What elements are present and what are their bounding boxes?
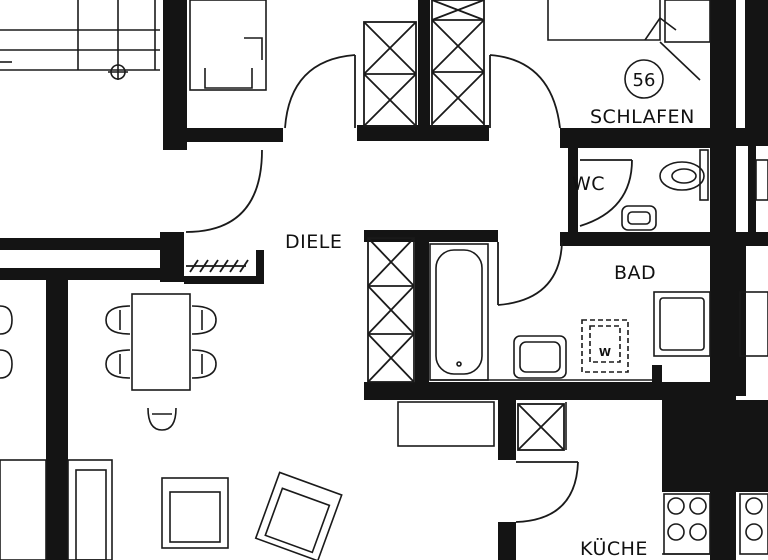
wall-segment bbox=[568, 144, 578, 236]
bathtub bbox=[429, 243, 489, 381]
wc-fixtures bbox=[621, 149, 768, 231]
wall-segment bbox=[415, 236, 429, 396]
bath-fixtures bbox=[429, 243, 768, 381]
stove bbox=[663, 493, 711, 555]
bath-sink bbox=[513, 335, 567, 379]
wall-segment bbox=[736, 246, 746, 396]
kitchen-fixtures bbox=[397, 401, 768, 555]
wall-segment bbox=[418, 0, 430, 130]
wall-segment bbox=[736, 400, 768, 492]
wall-segment bbox=[163, 128, 283, 142]
door-swing bbox=[489, 54, 561, 129]
wall-segment bbox=[745, 0, 768, 130]
room-label-kueche: KÜCHE bbox=[580, 537, 648, 560]
wall-segment bbox=[0, 238, 172, 250]
door-swing bbox=[579, 159, 633, 227]
coat-rack bbox=[186, 259, 249, 273]
wc-sink bbox=[621, 205, 657, 231]
wall-segment bbox=[662, 400, 710, 492]
bed bbox=[547, 0, 661, 41]
wall-segment bbox=[364, 230, 498, 242]
wall-segment bbox=[498, 522, 516, 560]
armchair bbox=[189, 0, 267, 91]
sofa-right bbox=[67, 459, 113, 560]
sofa-left bbox=[0, 459, 47, 560]
door-swing bbox=[284, 54, 356, 129]
room-label-schlafen: SCHLAFEN bbox=[590, 106, 695, 128]
kitchen-cabinet bbox=[517, 403, 565, 451]
wall-segment bbox=[160, 232, 184, 282]
wall-segment bbox=[748, 146, 756, 240]
door-swing bbox=[497, 241, 563, 306]
wall-segment bbox=[184, 276, 264, 284]
armchair-right bbox=[254, 471, 343, 560]
washer-symbol: W bbox=[599, 346, 611, 359]
door-swing bbox=[515, 461, 579, 523]
room-number: 56 bbox=[633, 70, 656, 91]
room-number-circle bbox=[624, 59, 664, 99]
wall-segment bbox=[163, 0, 187, 150]
staircase bbox=[0, 0, 160, 80]
wardrobes bbox=[363, 0, 565, 451]
wall-segment bbox=[256, 250, 264, 284]
room-label-wc: WC bbox=[572, 173, 605, 195]
wardrobe-top-right bbox=[431, 0, 485, 127]
wall-segment bbox=[710, 0, 736, 560]
room-label-diele: DIELE bbox=[285, 231, 342, 253]
wall-segment bbox=[498, 400, 516, 460]
dining-set bbox=[0, 293, 217, 431]
door-swing bbox=[185, 149, 263, 233]
wall-segment bbox=[357, 125, 489, 141]
wall-segment bbox=[560, 232, 768, 246]
wall-segment bbox=[0, 268, 172, 280]
wall-segment bbox=[736, 128, 768, 146]
washing-machine bbox=[581, 319, 629, 373]
room-label-bad: BAD bbox=[614, 262, 656, 284]
wardrobe-left-of-bath bbox=[367, 237, 415, 383]
armchair-left bbox=[161, 477, 229, 549]
wall-segment bbox=[46, 280, 68, 560]
shower-tray bbox=[653, 291, 711, 357]
living-furniture bbox=[0, 459, 343, 560]
hall-shelf bbox=[397, 401, 495, 447]
doors bbox=[185, 54, 633, 523]
wall-segment bbox=[560, 128, 710, 148]
toilet-bowl bbox=[659, 161, 705, 191]
wall-segment bbox=[364, 382, 724, 400]
dining-table bbox=[131, 293, 191, 391]
wall-segment bbox=[652, 365, 662, 393]
nightstand bbox=[664, 0, 711, 43]
toilet-tank bbox=[699, 149, 709, 201]
bedroom-furniture bbox=[547, 0, 711, 81]
